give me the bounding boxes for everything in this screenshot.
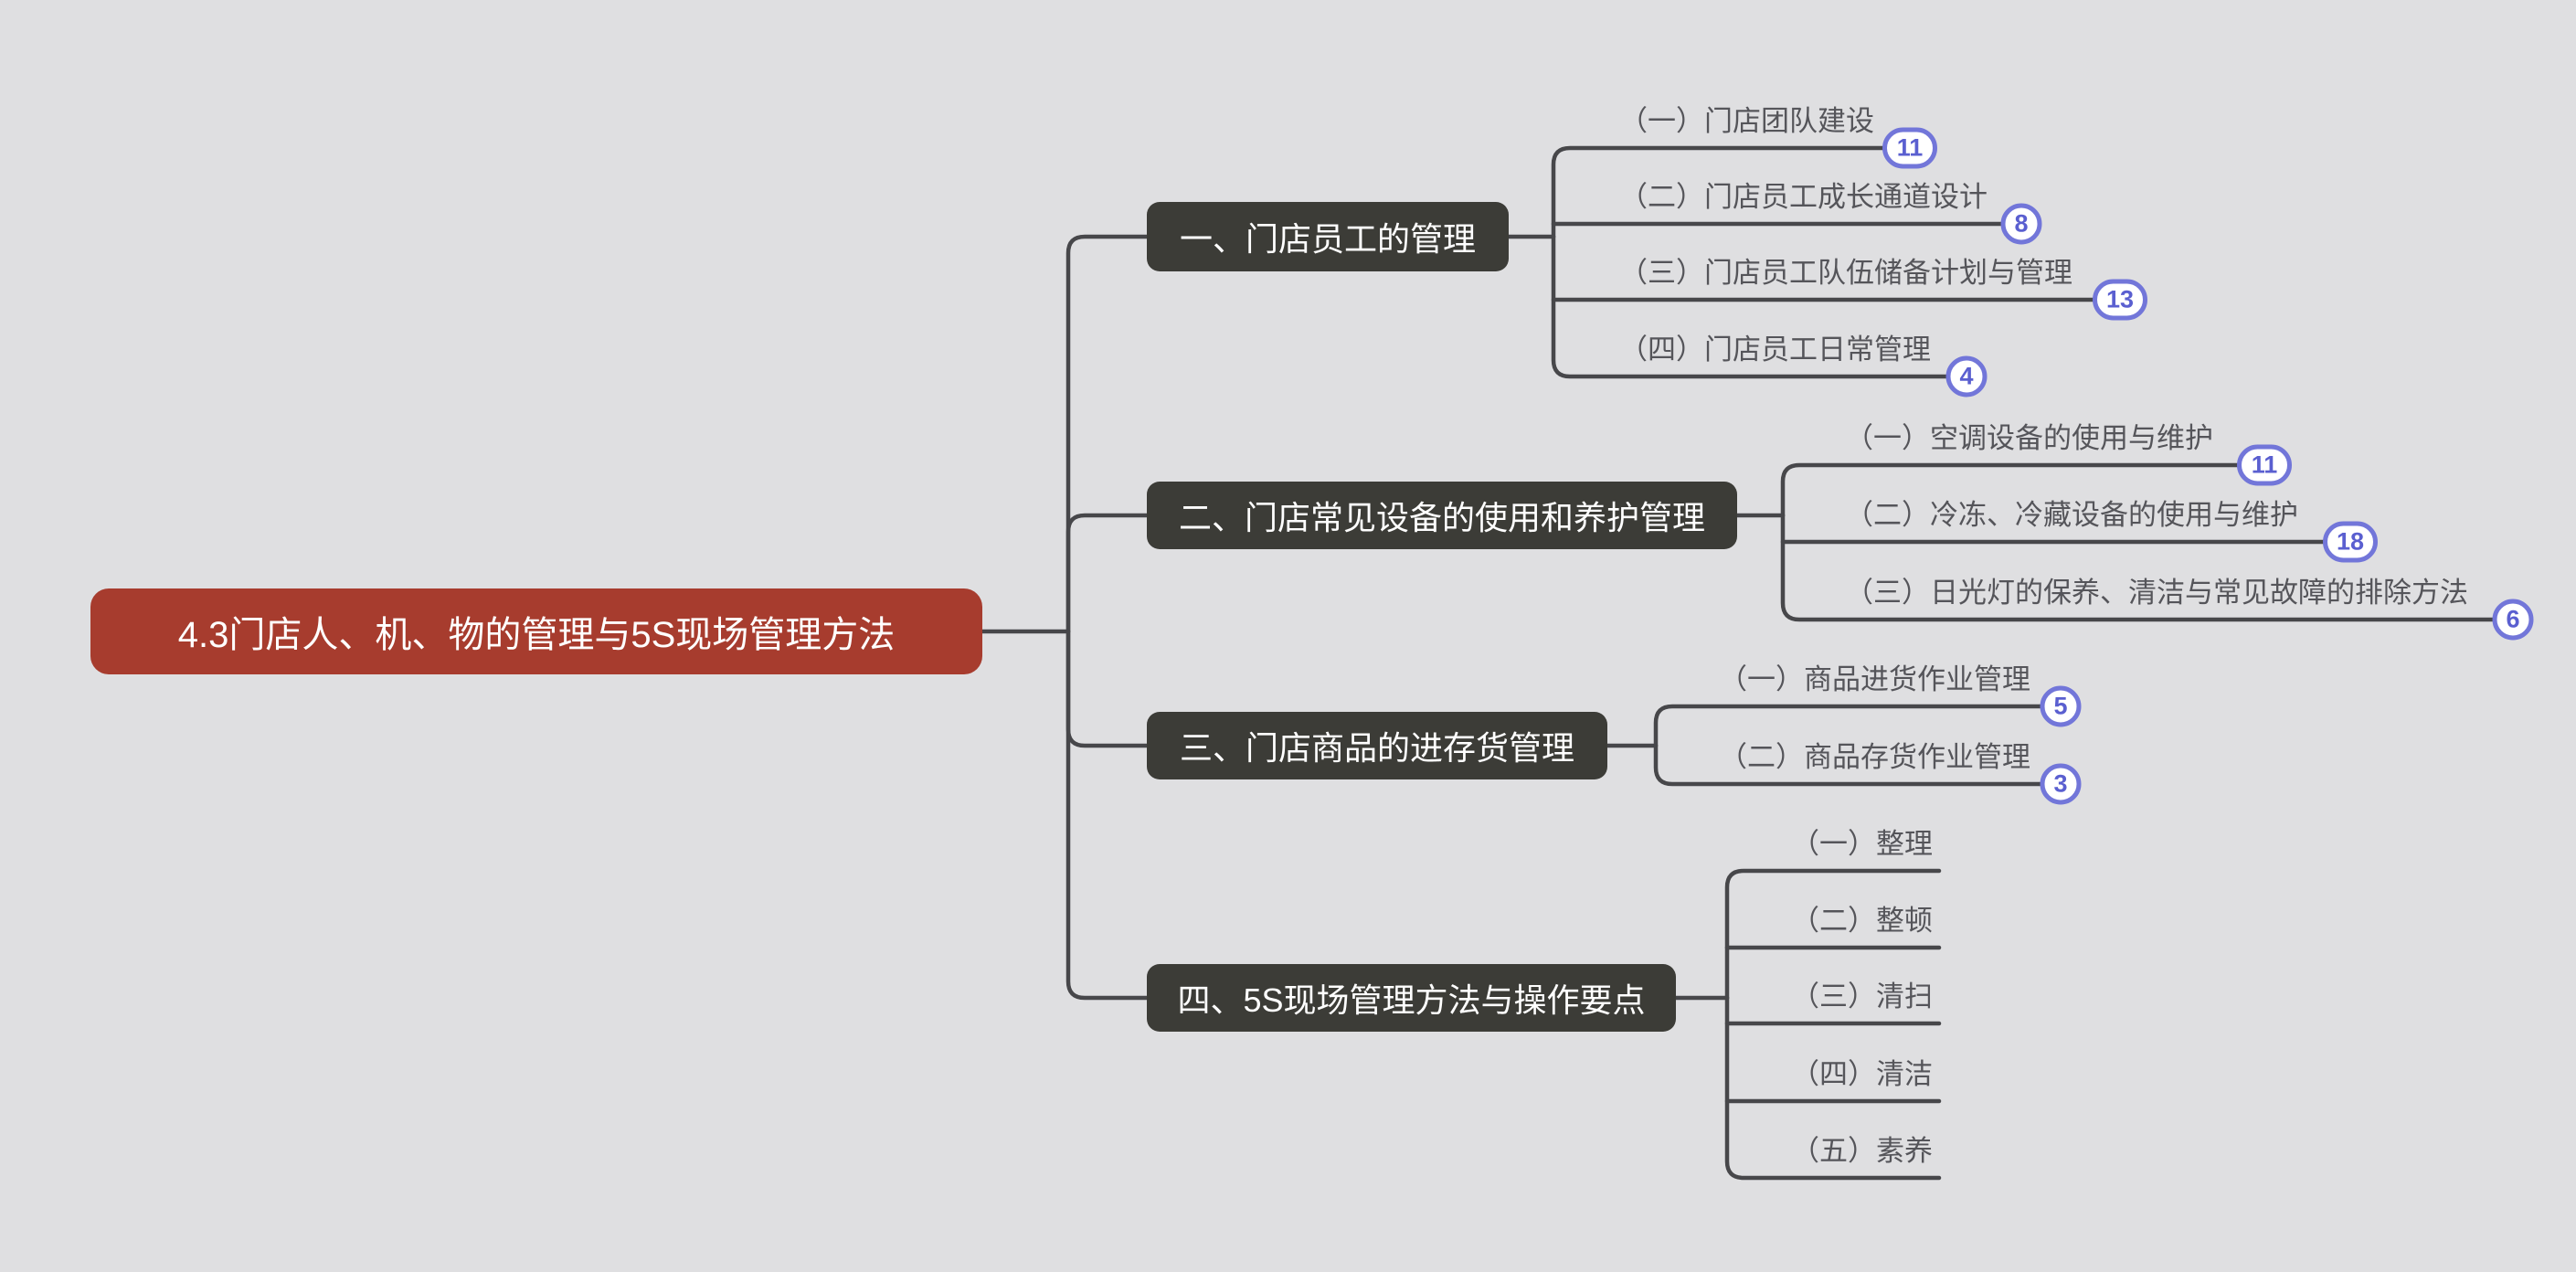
subtopic-1-3[interactable]: （三）门店员工队伍储备计划与管理 (1619, 257, 2072, 289)
root-branch1-line (1065, 234, 1150, 634)
branch-topic-1[interactable]: 一、门店员工的管理 (1147, 202, 1509, 271)
branch2-child3-line (1780, 513, 2496, 622)
branch3-child2-line (1653, 743, 2044, 787)
branch-topic-4[interactable]: 四、5S现场管理方法与操作要点 (1147, 964, 1676, 1032)
subtopic-1-1[interactable]: （一）门店团队建设 (1619, 105, 1874, 137)
count-badge-3-1[interactable]: 5 (2040, 685, 2082, 727)
count-badge-1-4[interactable]: 4 (1945, 355, 1988, 398)
count-badge-1-1[interactable]: 11 (1882, 127, 1937, 169)
subtopic-4-1[interactable]: （一）整理 (1791, 828, 1933, 860)
subtopic-3-1[interactable]: （一）商品进货作业管理 (1719, 663, 2030, 695)
root-branch3-line (1065, 629, 1150, 748)
root-branch4-line (1065, 629, 1150, 1001)
count-badge-1-2[interactable]: 8 (2000, 203, 2042, 245)
branch3-child1-line (1653, 704, 2044, 748)
branch1-child4-line (1551, 234, 1950, 379)
subtopic-4-3[interactable]: （三）清扫 (1791, 980, 1933, 1012)
subtopic-2-2[interactable]: （二）冷冻、冷藏设备的使用与维护 (1845, 499, 2298, 531)
subtopic-1-4[interactable]: （四）门店员工日常管理 (1619, 334, 1931, 366)
count-badge-2-2[interactable]: 18 (2323, 521, 2378, 563)
branch4-child5-line (1724, 995, 1942, 1181)
count-badge-2-1[interactable]: 11 (2237, 444, 2292, 486)
count-badge-1-3[interactable]: 13 (2093, 279, 2147, 321)
count-badge-2-3[interactable]: 6 (2492, 599, 2534, 641)
branch-topic-2[interactable]: 二、门店常见设备的使用和养护管理 (1147, 482, 1737, 549)
root-branch2-line (1065, 513, 1150, 634)
root-topic[interactable]: 4.3门店人、机、物的管理与5S现场管理方法 (90, 588, 982, 674)
subtopic-1-2[interactable]: （二）门店员工成长通道设计 (1619, 181, 1988, 213)
branch-topic-3[interactable]: 三、门店商品的进存货管理 (1147, 712, 1607, 779)
subtopic-3-2[interactable]: （二）商品存货作业管理 (1719, 741, 2030, 773)
branch1-child1-line (1551, 145, 1888, 239)
subtopic-4-5[interactable]: （五）素养 (1791, 1135, 1933, 1167)
branch2-child1-line (1780, 462, 2242, 518)
subtopic-4-2[interactable]: （二）整顿 (1791, 905, 1933, 937)
subtopic-2-1[interactable]: （一）空调设备的使用与维护 (1845, 422, 2213, 454)
subtopic-4-4[interactable]: （四）清洁 (1791, 1058, 1933, 1090)
count-badge-3-2[interactable]: 3 (2040, 763, 2082, 805)
branch4-child1-line (1724, 868, 1942, 1001)
subtopic-2-3[interactable]: （三）日光灯的保养、清洁与常见故障的排除方法 (1845, 577, 2468, 609)
